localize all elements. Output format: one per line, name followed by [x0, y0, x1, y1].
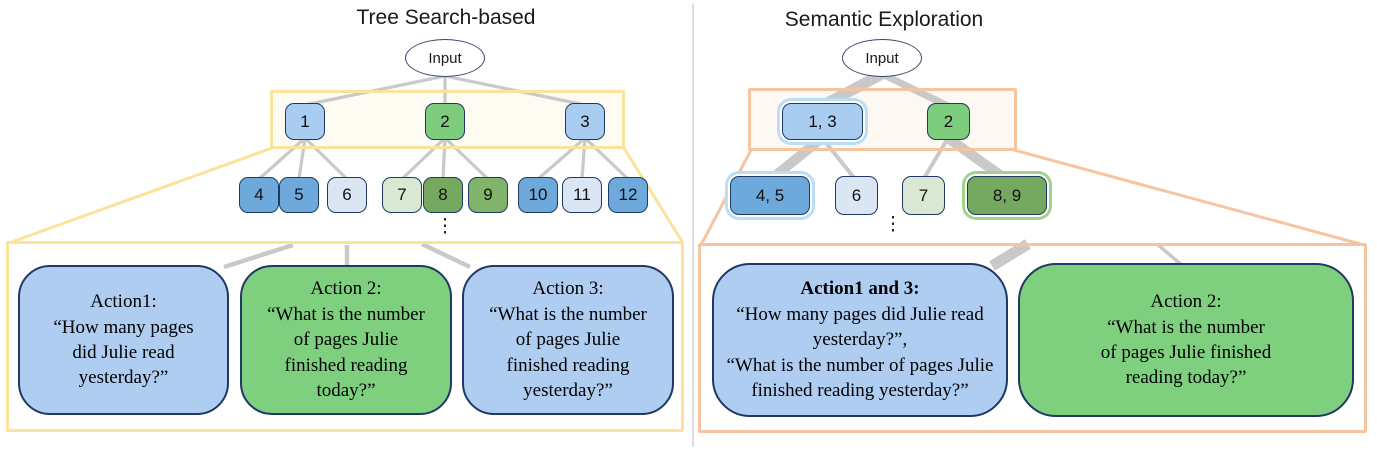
- action-card-3: Action 3: “What is the number of pages J…: [462, 265, 674, 415]
- right-panel-title: Semantic Exploration: [784, 8, 984, 31]
- action-card-1: Action1: “How many pages did Julie read …: [18, 265, 229, 415]
- right-root-node: Input: [842, 39, 922, 77]
- left-ellipsis: ⋮: [435, 216, 455, 237]
- node-5: 5: [279, 177, 319, 213]
- node-6-right: 6: [835, 176, 878, 215]
- action-card-2-title: Action 2:: [310, 278, 382, 300]
- orange-zoom-frame: [698, 243, 1367, 433]
- node-7: 7: [382, 177, 422, 213]
- action-card-3-title: Action 3:: [532, 278, 604, 300]
- node-1: 1: [285, 103, 325, 140]
- node-2: 2: [425, 103, 465, 140]
- node-7-right: 7: [902, 176, 945, 215]
- node-10: 10: [518, 177, 558, 213]
- orange-zoom-guides: [699, 148, 1365, 247]
- node-1-3-merged: 1, 3: [782, 103, 863, 140]
- right-ellipsis: ⋮: [883, 214, 903, 235]
- action-card-2-right: Action 2: “What is the number of pages J…: [1018, 263, 1354, 417]
- left-panel-title: Tree Search-based: [356, 6, 536, 29]
- orange-selection-frame: [748, 88, 1017, 151]
- action-card-1-body: “How many pages did Julie read yesterday…: [53, 316, 194, 389]
- left-root-node: Input: [405, 39, 485, 77]
- node-3: 3: [565, 103, 605, 140]
- action-card-1-title: Action1:: [90, 291, 157, 313]
- action-card-2-body: “What is the number of pages Julie finis…: [267, 303, 425, 402]
- action-card-2-right-title: Action 2:: [1150, 291, 1222, 313]
- yellow-zoom-guides: [8, 146, 685, 245]
- action-card-2-right-body: “What is the number of pages Julie finis…: [1100, 316, 1272, 389]
- panel-divider: [692, 4, 694, 447]
- node-12: 12: [608, 177, 648, 213]
- yellow-zoom-frame: [6, 241, 684, 432]
- action-card-1-and-3-body: “How many pages did Julie read yesterday…: [726, 303, 994, 402]
- node-4: 4: [239, 177, 279, 213]
- left-bottom-edges: [223, 241, 471, 270]
- action-card-1-and-3-title: Action1 and 3:: [800, 278, 920, 300]
- action-card-1-and-3: Action1 and 3: “How many pages did Julie…: [712, 263, 1008, 417]
- node-11: 11: [562, 177, 602, 213]
- node-4-5-merged: 4, 5: [730, 176, 810, 215]
- node-2-right: 2: [927, 103, 970, 140]
- action-card-2: Action 2: “What is the number of pages J…: [240, 265, 452, 415]
- node-6: 6: [327, 177, 367, 213]
- node-8-9-merged: 8, 9: [967, 176, 1047, 215]
- node-8: 8: [423, 177, 463, 213]
- node-9: 9: [468, 177, 508, 213]
- yellow-selection-frame: [270, 90, 625, 149]
- action-card-3-body: “What is the number of pages Julie finis…: [489, 303, 647, 402]
